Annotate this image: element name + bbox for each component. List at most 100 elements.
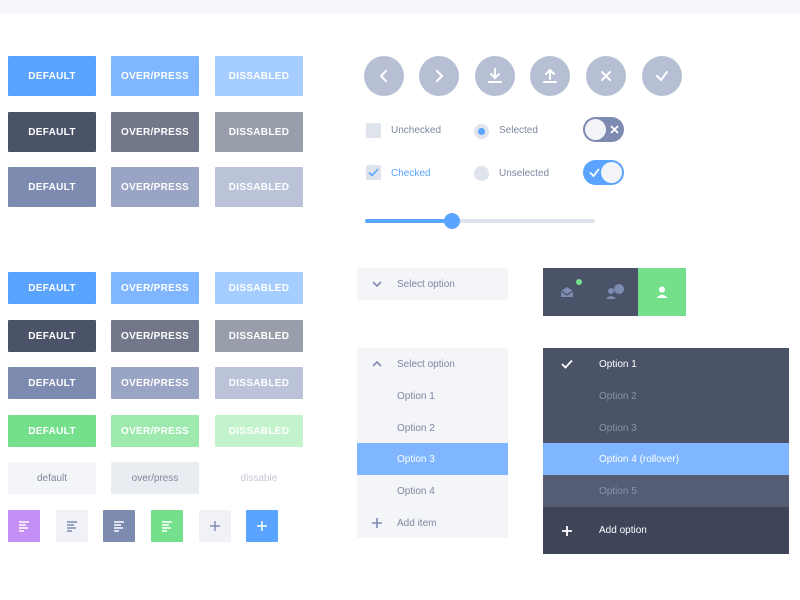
green-disabled-button: DISSABLED bbox=[215, 415, 303, 447]
plus-icon bbox=[210, 521, 220, 531]
option-label: Option 2 bbox=[397, 422, 435, 434]
close-icon bbox=[610, 125, 619, 134]
slider-handle[interactable] bbox=[444, 213, 461, 229]
dark-option[interactable]: Option 2 bbox=[543, 380, 789, 412]
download-icon bbox=[488, 68, 502, 83]
dropdown-add-item[interactable]: Add item bbox=[357, 507, 508, 539]
dark-disabled-button: DISSABLED bbox=[215, 320, 303, 352]
checkbox-checked-label: Checked bbox=[391, 168, 431, 179]
close-icon bbox=[601, 71, 611, 81]
dark-option-hover[interactable]: Option 4 (rollover) bbox=[543, 443, 789, 475]
check-icon bbox=[656, 71, 668, 82]
dark-option-checked[interactable]: Option 1 bbox=[543, 348, 789, 380]
light-hover-button[interactable]: over/press bbox=[111, 462, 199, 494]
upload-button[interactable] bbox=[530, 56, 570, 96]
light-add-button[interactable] bbox=[199, 510, 231, 542]
text-align-icon bbox=[19, 521, 29, 532]
light-default-button[interactable]: default bbox=[8, 462, 96, 494]
plus-icon bbox=[562, 526, 572, 536]
dropdown-option-selected[interactable]: Option 3 bbox=[357, 443, 508, 475]
plus-icon bbox=[257, 521, 267, 531]
blue-disabled-button: DISSABLED bbox=[215, 272, 303, 304]
slate-hover-button[interactable]: OVER/PRESS bbox=[111, 167, 199, 207]
option-label: Option 1 bbox=[397, 390, 435, 402]
chat-icon bbox=[605, 284, 624, 299]
dropdown-header[interactable]: Select option bbox=[357, 348, 508, 380]
slate-disabled-button: DISSABLED bbox=[215, 367, 303, 399]
icon-tabbar bbox=[543, 268, 686, 316]
dropdown-option[interactable]: Option 1 bbox=[357, 380, 508, 412]
dropdown-closed[interactable]: Select option bbox=[357, 268, 508, 300]
option-label: Option 2 bbox=[599, 390, 637, 402]
tab-mail[interactable] bbox=[543, 268, 591, 316]
green-default-button[interactable]: DEFAULT bbox=[8, 415, 96, 447]
slate-default-button[interactable]: DEFAULT bbox=[8, 167, 96, 207]
green-text-button[interactable] bbox=[151, 510, 183, 542]
dark-default-button[interactable]: DEFAULT bbox=[8, 320, 96, 352]
chevron-left-icon bbox=[379, 70, 387, 82]
toggle-knob bbox=[585, 119, 606, 140]
option-label: Option 1 bbox=[599, 358, 637, 370]
slate-default-button[interactable]: DEFAULT bbox=[8, 367, 96, 399]
chevron-up-icon bbox=[372, 360, 382, 367]
check-icon bbox=[561, 359, 573, 369]
dark-hover-button[interactable]: OVER/PRESS bbox=[111, 112, 199, 152]
purple-text-button[interactable] bbox=[8, 510, 40, 542]
dropdown-option[interactable]: Option 4 bbox=[357, 475, 508, 507]
blue-add-button[interactable] bbox=[246, 510, 278, 542]
dropdown-option[interactable]: Option 2 bbox=[357, 412, 508, 444]
check-icon bbox=[589, 168, 600, 178]
notification-dot bbox=[576, 279, 582, 285]
radio-unselected[interactable] bbox=[474, 166, 489, 181]
blue-disabled-button: DISSABLED bbox=[215, 56, 303, 96]
blue-default-button[interactable]: DEFAULT bbox=[8, 56, 96, 96]
blue-hover-button[interactable]: OVER/PRESS bbox=[111, 56, 199, 96]
chevron-left-button[interactable] bbox=[364, 56, 404, 96]
checkbox-unchecked-label: Unchecked bbox=[391, 125, 442, 136]
text-align-icon bbox=[162, 521, 172, 532]
radio-dot bbox=[478, 128, 485, 135]
dark-option[interactable]: Option 3 bbox=[543, 412, 789, 444]
dark-disabled-button: DISSABLED bbox=[215, 112, 303, 152]
checkbox-checked[interactable] bbox=[366, 165, 381, 180]
slate-hover-button[interactable]: OVER/PRESS bbox=[111, 367, 199, 399]
slate-text-button[interactable] bbox=[103, 510, 135, 542]
dropdown-placeholder: Select option bbox=[397, 358, 455, 370]
add-item-label: Add item bbox=[397, 517, 437, 529]
option-label: Option 3 bbox=[599, 422, 637, 434]
radio-selected-label: Selected bbox=[499, 125, 538, 136]
dark-add-option[interactable]: Add option bbox=[543, 507, 789, 554]
option-label: Option 5 bbox=[599, 485, 637, 497]
tab-user[interactable] bbox=[638, 268, 686, 316]
toggle-on[interactable] bbox=[583, 160, 624, 185]
plus-icon bbox=[372, 518, 382, 528]
radio-selected[interactable] bbox=[474, 124, 489, 139]
light-disabled-button: dissable bbox=[215, 462, 303, 494]
green-hover-button[interactable]: OVER/PRESS bbox=[111, 415, 199, 447]
close-button[interactable] bbox=[586, 56, 626, 96]
chevron-right-icon bbox=[436, 70, 444, 82]
top-strip bbox=[0, 0, 800, 13]
option-label: Option 3 bbox=[397, 453, 435, 465]
dropdown-placeholder: Select option bbox=[397, 278, 455, 290]
dark-default-button[interactable]: DEFAULT bbox=[8, 112, 96, 152]
light-text-button[interactable] bbox=[56, 510, 88, 542]
blue-hover-button[interactable]: OVER/PRESS bbox=[111, 272, 199, 304]
confirm-button[interactable] bbox=[642, 56, 682, 96]
slider-fill bbox=[365, 219, 453, 223]
slider[interactable] bbox=[365, 213, 595, 229]
chevron-right-button[interactable] bbox=[419, 56, 459, 96]
toggle-off[interactable] bbox=[583, 117, 624, 142]
upload-icon bbox=[543, 68, 557, 83]
dark-hover-button[interactable]: OVER/PRESS bbox=[111, 320, 199, 352]
add-option-label: Add option bbox=[599, 525, 647, 536]
blue-default-button[interactable]: DEFAULT bbox=[8, 272, 96, 304]
option-label: Option 4 (rollover) bbox=[599, 453, 680, 465]
dark-option[interactable]: Option 5 bbox=[543, 475, 789, 507]
option-label: Option 4 bbox=[397, 485, 435, 497]
tab-chat[interactable] bbox=[591, 268, 638, 316]
chevron-down-icon bbox=[372, 281, 382, 288]
checkbox-unchecked[interactable] bbox=[366, 123, 381, 138]
user-icon bbox=[656, 286, 668, 298]
download-button[interactable] bbox=[475, 56, 515, 96]
